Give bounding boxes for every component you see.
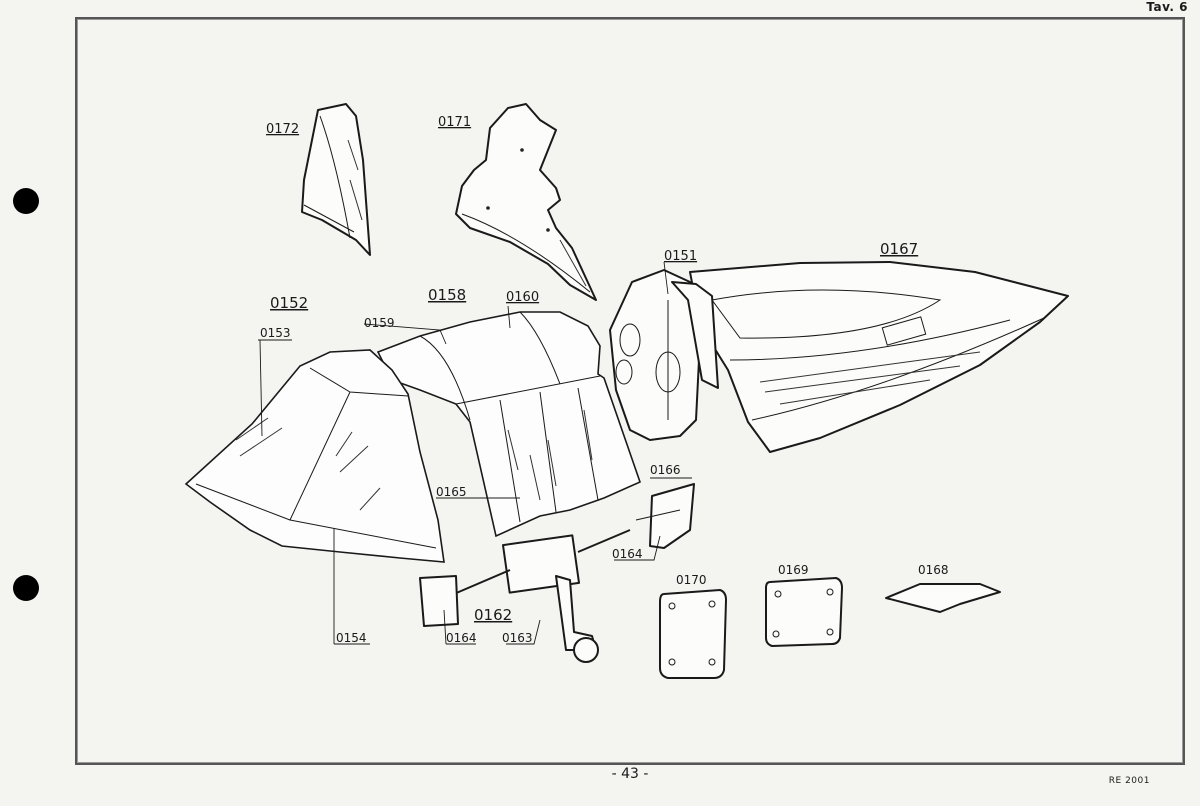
part-0162-crank-mechanism: [419, 529, 631, 663]
part-0170-cover-plate: [659, 589, 727, 679]
callout-0170: 0170: [676, 573, 707, 587]
callout-0163: 0163: [502, 631, 533, 645]
part-0171-side-panel: [455, 103, 597, 301]
plate-label: Tav. 6: [1146, 0, 1188, 14]
callout-0159: 0159: [364, 316, 395, 330]
callout-0152: 0152: [270, 294, 308, 312]
callout-0154: 0154: [336, 631, 367, 645]
callout-0153: 0153: [260, 326, 291, 340]
part-0164-bracket: [635, 483, 695, 549]
binder-hole-bottom: [13, 575, 39, 601]
leader-lines: [258, 261, 692, 645]
callout-0158: 0158: [428, 286, 466, 304]
part-0151-bulkhead-frame: [609, 269, 719, 441]
callout-0166: 0166: [650, 463, 681, 477]
part-0152-front-windscreen: [184, 349, 445, 563]
callout-0171: 0171: [438, 115, 471, 130]
part-0158-center-canopy: [376, 311, 641, 538]
callout-0169: 0169: [778, 563, 809, 577]
callout-0162: 0162: [474, 606, 512, 624]
callout-0160: 0160: [506, 290, 539, 305]
callout-labels: 0172 0171 0151 0167 0152 0153 0158 0159 …: [260, 115, 949, 645]
callout-0164-right: 0164: [612, 547, 643, 561]
callout-0165: 0165: [436, 485, 467, 499]
callout-0151: 0151: [664, 249, 697, 264]
part-0172-side-panel: [301, 103, 371, 256]
part-0167-rear-fairing: [689, 261, 1069, 453]
drawing-frame: [75, 17, 1185, 765]
callout-0167: 0167: [880, 240, 918, 258]
binder-hole-top: [13, 188, 39, 214]
callout-0168: 0168: [918, 563, 949, 577]
callout-0172: 0172: [266, 122, 299, 137]
part-0168-small-panel: [885, 583, 1001, 613]
callout-0164-left: 0164: [446, 631, 477, 645]
page-number: - 43 -: [611, 766, 649, 782]
part-0169-cover-plate: [765, 577, 843, 647]
document-reference: RE 2001: [1108, 776, 1150, 786]
